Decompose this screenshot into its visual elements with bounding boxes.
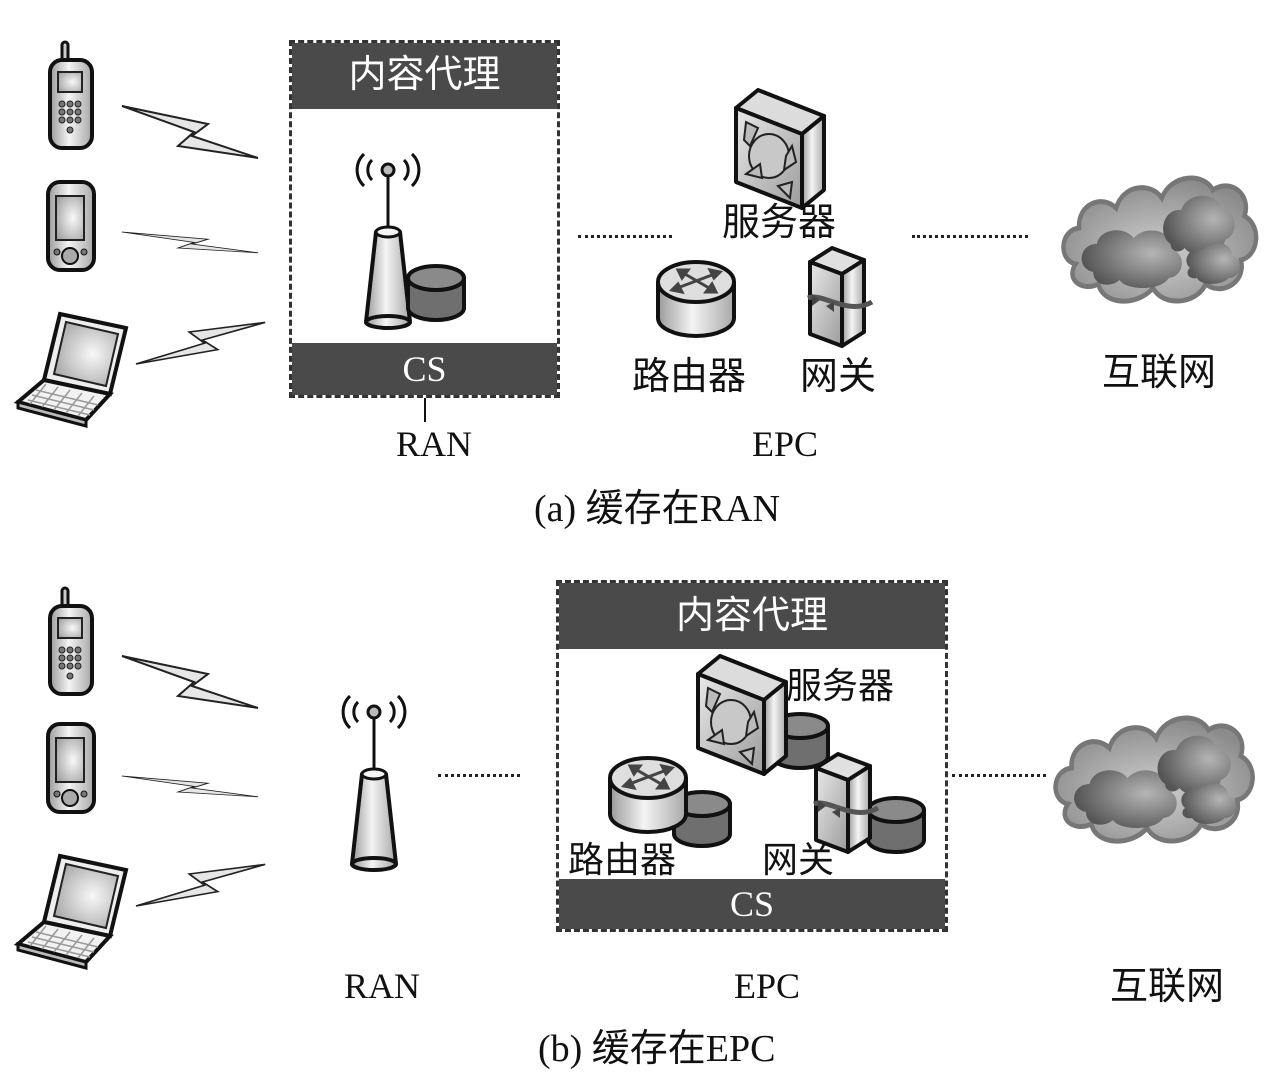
gateway-icon xyxy=(808,246,874,348)
server-icon xyxy=(734,88,826,210)
gateway-label: 网关 xyxy=(762,840,835,880)
caption-a: (a) 缓存在RAN xyxy=(534,488,780,530)
proxy-title: 内容代理 xyxy=(675,593,828,637)
wireless-link-icon xyxy=(135,321,267,365)
server-label: 服务器 xyxy=(786,666,895,706)
connector-ran-epc xyxy=(578,235,672,238)
storage-cylinder-icon xyxy=(406,264,466,322)
proxy-title: 内容代理 xyxy=(348,52,501,96)
caption-b: (b) 缓存在EPC xyxy=(538,1028,776,1070)
wireless-link-icon xyxy=(121,231,259,254)
gateway-icon xyxy=(814,752,880,854)
epc-label: EPC xyxy=(752,424,819,464)
proxy-title-bar: 内容代理 xyxy=(292,43,557,109)
wireless-link-icon xyxy=(121,655,259,709)
internet-cloud-icon xyxy=(1058,164,1258,314)
ran-label: RAN xyxy=(344,966,421,1006)
mobile-phone-icon xyxy=(48,40,94,150)
laptop-icon xyxy=(16,854,128,970)
router-icon xyxy=(608,756,688,834)
internet-label: 互联网 xyxy=(1110,966,1225,1008)
ran-pointer-line xyxy=(424,398,426,422)
wireless-link-icon xyxy=(121,775,259,798)
server-label: 服务器 xyxy=(722,202,837,244)
internet-cloud-icon xyxy=(1050,704,1254,854)
laptop-icon xyxy=(16,312,128,428)
ran-label: RAN xyxy=(396,424,473,464)
internet-label: 互联网 xyxy=(1102,352,1217,394)
connector-ran-epc xyxy=(438,774,520,777)
router-label: 路由器 xyxy=(568,840,677,880)
server-icon xyxy=(696,654,788,776)
cs-bar: CS xyxy=(292,343,557,395)
content-proxy-box: 内容代理 CS xyxy=(289,40,560,398)
pda-icon xyxy=(46,722,96,814)
epc-label: EPC xyxy=(734,966,801,1006)
cs-label: CS xyxy=(729,884,775,924)
pda-icon xyxy=(46,180,96,272)
base-station-icon xyxy=(341,694,407,872)
gateway-label: 网关 xyxy=(800,356,877,398)
proxy-title-bar: 内容代理 xyxy=(559,583,945,649)
wireless-link-icon xyxy=(135,863,267,907)
cs-label: CS xyxy=(402,349,447,389)
mobile-phone-icon xyxy=(48,586,94,696)
connector-epc-internet xyxy=(952,774,1046,777)
router-label: 路由器 xyxy=(632,356,747,398)
cs-bar: CS xyxy=(559,879,945,929)
wireless-link-icon xyxy=(121,105,259,159)
router-icon xyxy=(656,260,736,338)
connector-epc-internet xyxy=(912,235,1028,238)
